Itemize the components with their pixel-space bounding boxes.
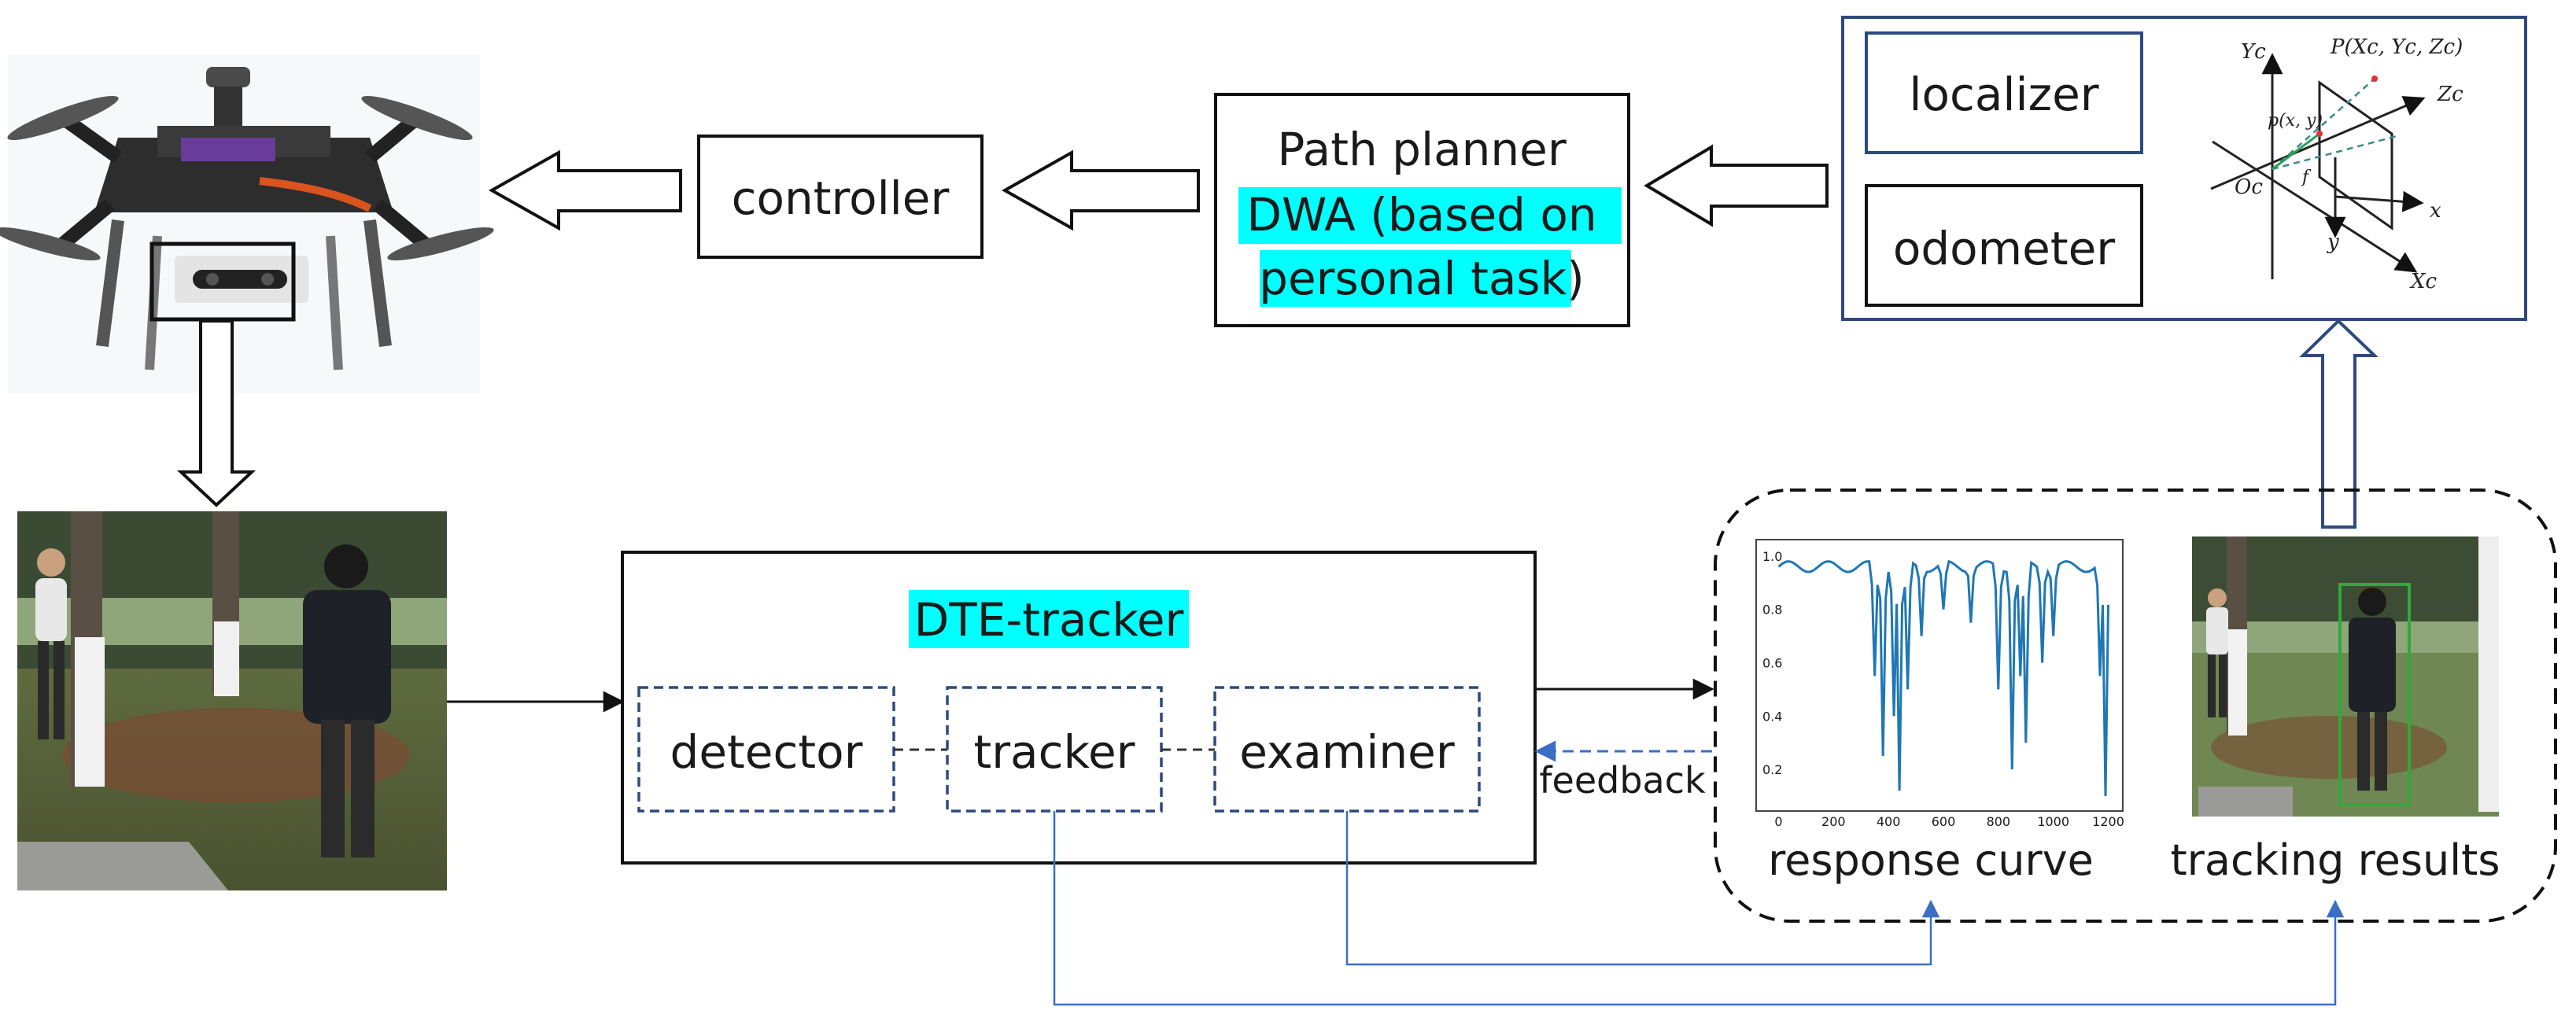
response-y-tick-2: 0.6	[1762, 655, 1782, 670]
path-planner-method: DWA (based on	[1246, 188, 1596, 242]
hollow-arrow-controller-to-drone	[488, 149, 682, 231]
tracking-results-label: tracking results	[2170, 835, 2500, 885]
camera-model-figure: Yc P(Xc, Yc, Zc) Zc p(x, y) f Oc x y Xc	[2210, 35, 2463, 293]
connector-examiner-to-response	[1345, 811, 1940, 966]
controller-label: controller	[732, 171, 950, 225]
highlight-dte-tracker	[909, 590, 1189, 648]
hollow-arrow-results-to-localization	[2299, 319, 2379, 529]
response-x-ticks: 0 200 400 600 800 1000 1200	[1774, 814, 2124, 829]
hollow-arrow-localization-to-planner	[1644, 144, 1829, 227]
response-curve-line	[1777, 559, 2109, 797]
response-y-tick-0: 1.0	[1762, 549, 1782, 564]
camera-axis-xc: Xc	[2409, 270, 2438, 293]
connector-tracker-to-results	[1053, 811, 2345, 1006]
response-x-tick-3: 600	[1932, 814, 1956, 829]
path-planner-task-paren: )	[1567, 252, 1585, 305]
detector-box	[637, 686, 895, 813]
dte-tracker-title: DTE-tracker	[914, 593, 1184, 647]
camera-point-world: P(Xc, Yc, Zc)	[2330, 35, 2463, 59]
response-x-tick-1: 200	[1821, 814, 1846, 829]
response-curve-label: response curve	[1768, 835, 2094, 885]
path-planner-title: Path planner	[1277, 123, 1567, 176]
response-x-tick-4: 800	[1987, 814, 2011, 829]
camera-origin: Oc	[2235, 175, 2263, 199]
camera-axis-y: y	[2327, 230, 2339, 254]
scene-photo	[17, 511, 447, 890]
response-y-tick-3: 0.4	[1762, 709, 1782, 724]
response-y-ticks: 1.0 0.8 0.6 0.4 0.2	[1762, 549, 1782, 777]
response-x-tick-0: 0	[1774, 814, 1782, 829]
camera-axis-x: x	[2430, 199, 2441, 223]
localizer-box	[1865, 31, 2143, 154]
tracking-bounding-box	[2338, 583, 2411, 806]
hollow-arrow-planner-to-controller	[1001, 149, 1200, 231]
hollow-arrow-drone-to-scene	[176, 319, 256, 507]
localizer-label: localizer	[1909, 68, 2098, 121]
odometer-label: odometer	[1893, 222, 2115, 275]
highlight-dwa	[1238, 187, 1622, 244]
camera-axis-yc: Yc	[2241, 40, 2266, 64]
highlight-personal-task	[1260, 250, 1571, 307]
output-panel	[1714, 489, 2557, 923]
controller-box	[697, 135, 984, 259]
response-x-tick-2: 400	[1877, 814, 1901, 829]
response-y-tick-1: 0.8	[1762, 603, 1782, 618]
camera-axis-zc: Zc	[2437, 83, 2463, 106]
response-x-tick-6: 1200	[2092, 814, 2124, 829]
path-planner-task: personal task)	[1259, 252, 1585, 305]
response-y-tick-4: 0.2	[1762, 762, 1782, 777]
tracking-result-photo	[2192, 536, 2499, 817]
path-planner-task-text: personal task	[1259, 252, 1567, 305]
response-x-tick-5: 1000	[2037, 814, 2069, 829]
odometer-box	[1865, 184, 2143, 307]
drone-photo	[0, 55, 494, 393]
detector-label: detector	[670, 725, 863, 779]
examiner-box	[1213, 686, 1481, 813]
camera-point-image: p(x, y)	[2268, 111, 2323, 131]
feedback-label: feedback	[1539, 759, 1706, 802]
response-curve-plot: 0 200 400 600 800 1000 1200 1.0 0.8 0.6 0.4 0.2	[1755, 539, 2124, 829]
examiner-label: examiner	[1239, 725, 1455, 779]
tracker-box	[946, 686, 1163, 813]
tracker-label: tracker	[973, 725, 1135, 779]
